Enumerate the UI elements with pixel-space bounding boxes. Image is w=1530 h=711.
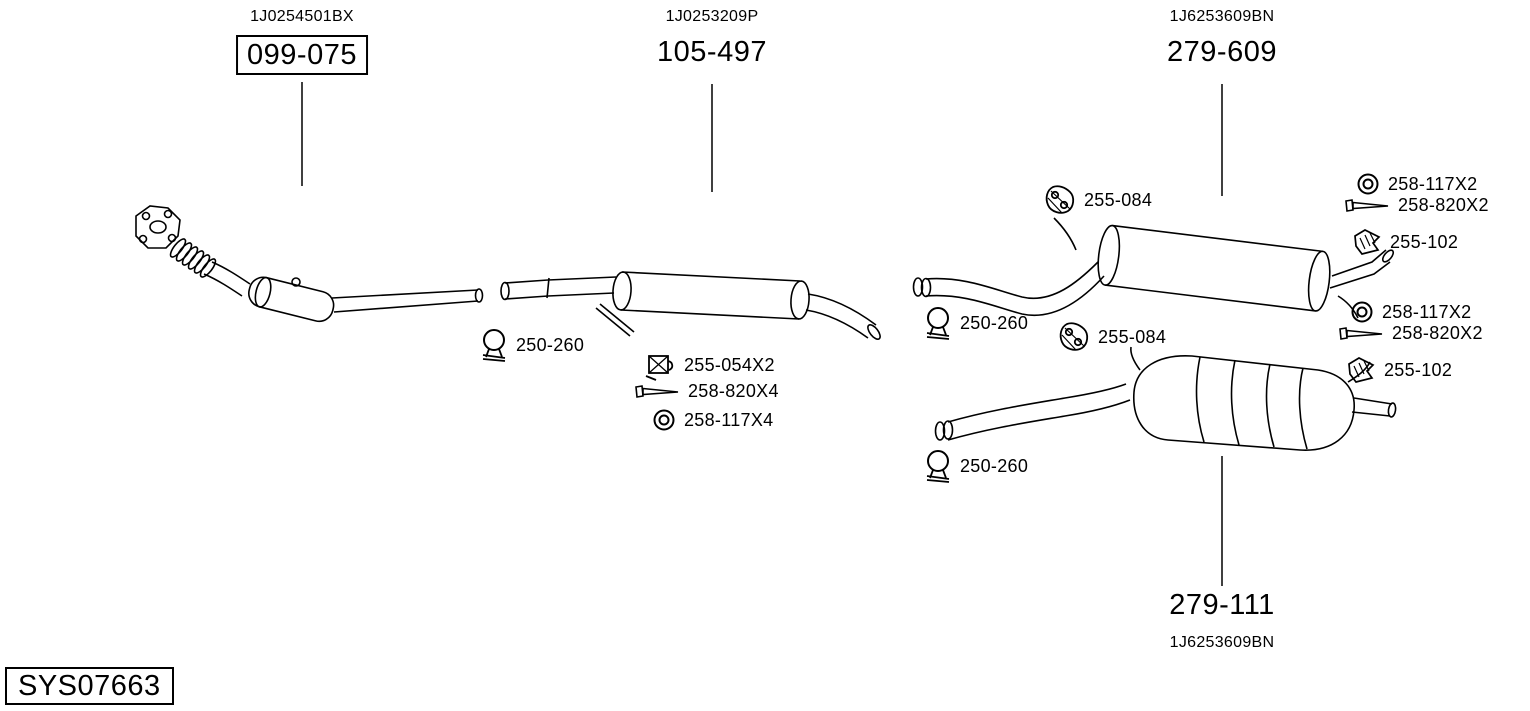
part-number-link[interactable]: 258-820X2 — [1392, 322, 1483, 343]
washer-icon — [653, 409, 675, 431]
rear-silencer-609-drawing — [912, 217, 1395, 319]
part-number-link[interactable]: 255-102 — [1384, 359, 1453, 380]
part-number-link[interactable]: 099-075 — [236, 35, 368, 75]
oem-number: 1J6253609BN — [1169, 8, 1275, 25]
front-pipe-catalyst-drawing — [135, 205, 484, 323]
assembly-group-3: 1J6253609BN 279-609 — [1167, 8, 1277, 69]
part-number-link[interactable]: 279-609 — [1167, 36, 1277, 68]
callout: 255-102 — [1346, 353, 1452, 387]
part-number-link[interactable]: 255-084 — [1098, 326, 1167, 347]
callout: 258-820X2 — [1338, 316, 1483, 350]
bolt-icon — [1345, 198, 1389, 212]
callout: 250-260 — [480, 328, 584, 362]
part-number-link[interactable]: 258-117X2 — [1388, 173, 1478, 194]
part-number-link[interactable]: 255-054X2 — [684, 354, 775, 375]
callout: 255-054X2 — [644, 348, 775, 382]
part-number-link[interactable]: 250-260 — [960, 312, 1029, 333]
callout: 258-820X2 — [1344, 188, 1489, 222]
callout: 255-084 — [1058, 320, 1166, 354]
bracket-icon — [1348, 357, 1374, 383]
assembly-group-2: 1J0253209P 105-497 — [657, 8, 767, 69]
assembly-group-1: 1J0254501BX 099-075 — [236, 8, 368, 75]
rubber-hanger-icon — [1045, 185, 1075, 214]
callout: 255-084 — [1044, 183, 1152, 217]
diagram-id: SYS07663 — [5, 667, 174, 705]
part-number-link[interactable]: 255-102 — [1390, 231, 1459, 252]
callout: 258-820X4 — [634, 374, 779, 408]
part-number-link[interactable]: 258-820X4 — [688, 380, 779, 401]
callout: 255-102 — [1352, 225, 1458, 259]
part-number-link[interactable]: 279-111 — [1169, 589, 1275, 621]
bolt-icon — [635, 384, 679, 398]
clamp-icon — [482, 329, 506, 362]
callout: 258-117X2 — [1350, 295, 1471, 329]
callout: 258-117X4 — [652, 403, 773, 437]
oem-number: 1J6253609BN — [1169, 634, 1275, 651]
callout: 258-117X2 — [1356, 167, 1477, 201]
part-number-link[interactable]: 258-117X2 — [1382, 301, 1472, 322]
oem-number: 1J0253209P — [665, 8, 759, 25]
assembly-group-4: 279-111 1J6253609BN — [1169, 588, 1275, 652]
middle-silencer-drawing — [500, 271, 881, 340]
rear-silencer-111-drawing — [934, 346, 1397, 451]
part-number-link[interactable]: 258-820X2 — [1398, 194, 1489, 215]
clamp-icon — [926, 307, 950, 340]
callout: 250-260 — [924, 449, 1028, 483]
oem-number: 1J0254501BX — [250, 8, 354, 25]
rubber-hanger-icon — [1059, 322, 1089, 351]
part-number-link[interactable]: 105-497 — [657, 36, 767, 68]
leader-lines — [301, 82, 1223, 586]
bracket-icon — [1354, 229, 1380, 255]
callout: 250-260 — [924, 306, 1028, 340]
part-number-link[interactable]: 255-084 — [1084, 189, 1153, 210]
bolt-icon — [1339, 326, 1383, 340]
part-number-link[interactable]: 258-117X4 — [684, 409, 774, 430]
part-number-link[interactable]: 250-260 — [516, 334, 585, 355]
clamp-icon — [926, 450, 950, 483]
part-number-link[interactable]: 250-260 — [960, 455, 1029, 476]
